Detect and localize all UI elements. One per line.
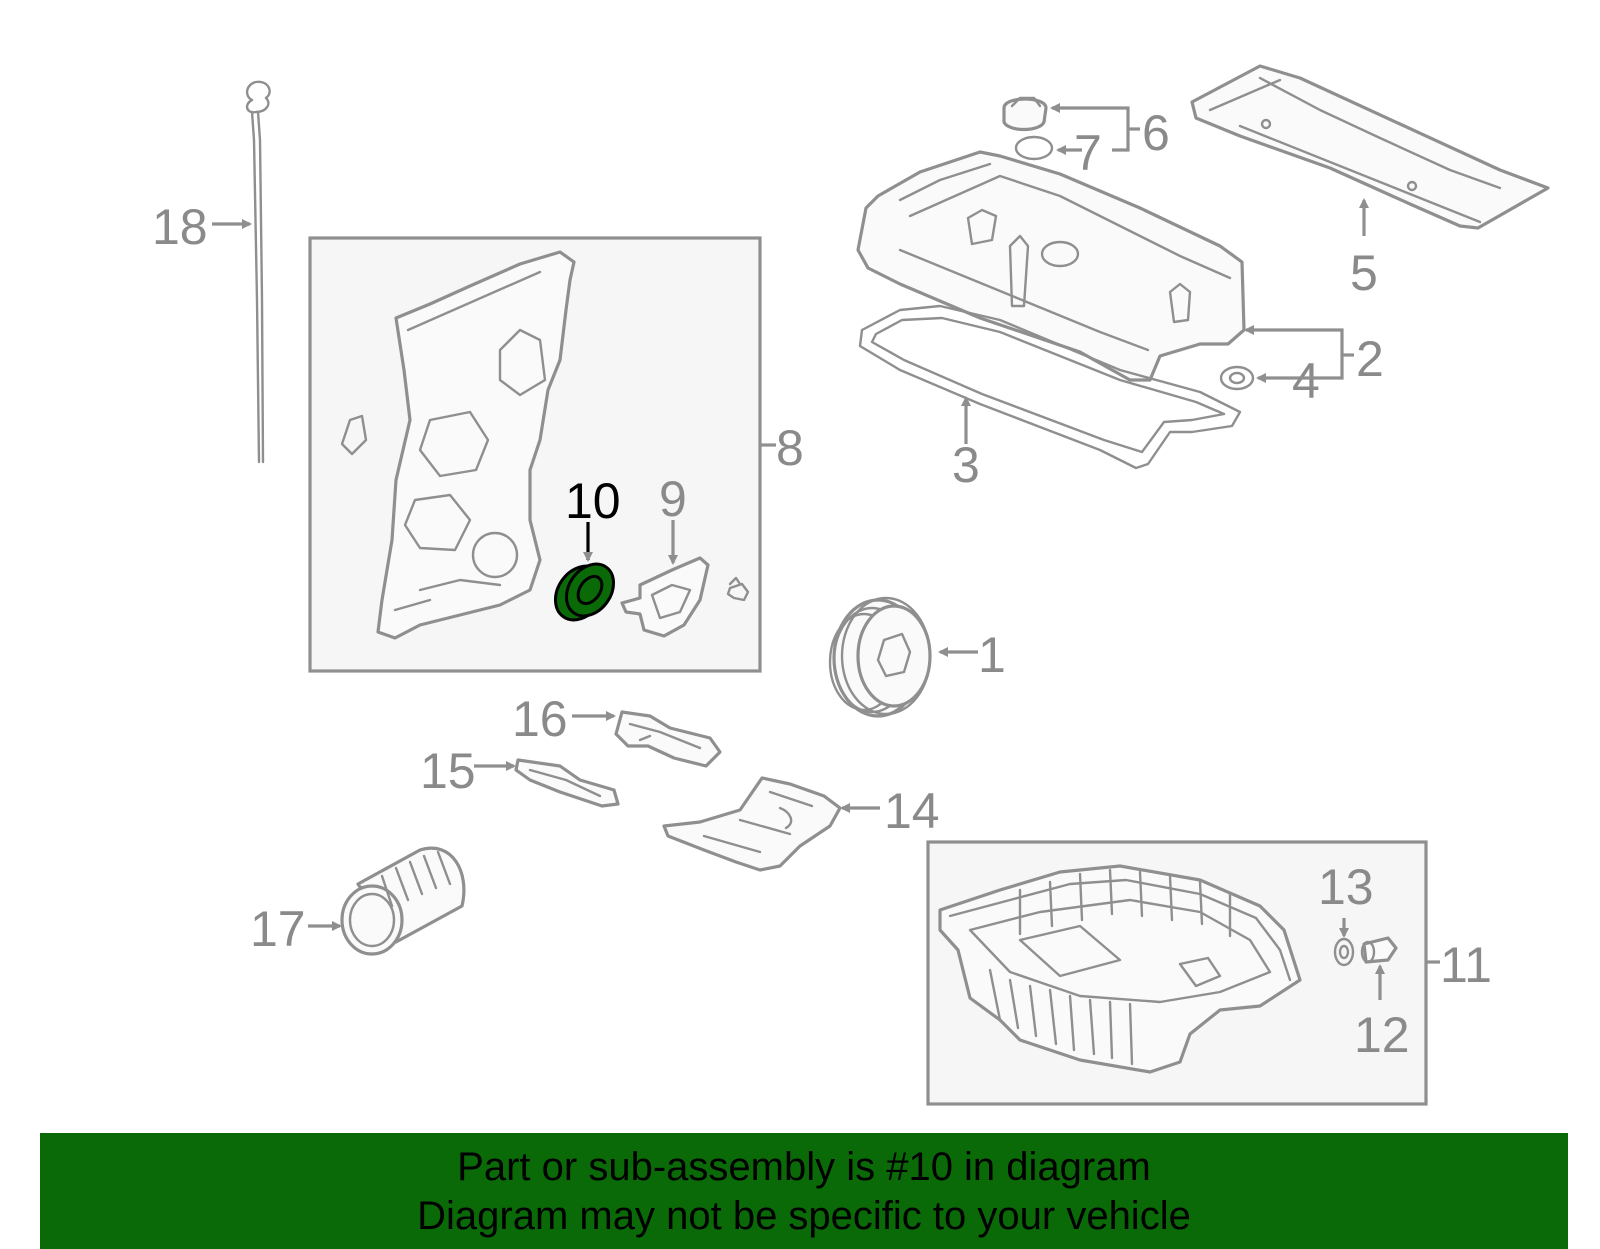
callout-15: 15 xyxy=(420,743,476,799)
part-16-bracket[interactable]: 16 xyxy=(512,691,722,768)
part-10-oil-seal[interactable]: 10 xyxy=(545,473,623,629)
part-12-drain-bolt[interactable]: 12 xyxy=(1354,936,1410,1063)
callout-17: 17 xyxy=(250,901,306,957)
part-18-dipstick[interactable]: 18 xyxy=(152,80,271,464)
part-3-gasket[interactable]: 3 xyxy=(858,304,1242,493)
part-4-washer[interactable]: 4 xyxy=(1219,353,1320,409)
part-17-oil-filter[interactable]: 17 xyxy=(250,846,466,957)
callout-7: 7 xyxy=(1074,125,1102,181)
part-7-o-ring[interactable] xyxy=(1014,135,1082,161)
part-11-oil-pan[interactable] xyxy=(938,864,1302,1074)
part-15-baffle[interactable]: 15 xyxy=(420,743,620,808)
callout-13: 13 xyxy=(1318,859,1374,915)
callout-12: 12 xyxy=(1354,1007,1410,1063)
banner-line-1: Part or sub-assembly is #10 in diagram xyxy=(457,1145,1151,1189)
callout-2: 2 xyxy=(1356,331,1384,387)
banner-line-2: Diagram may not be specific to your vehi… xyxy=(417,1194,1191,1238)
part-2-valve-cover[interactable] xyxy=(856,150,1334,382)
callout-3: 3 xyxy=(952,437,980,493)
part-9-cover[interactable]: 9 xyxy=(620,471,750,638)
callout-4: 4 xyxy=(1292,353,1320,409)
part-8-timing-cover[interactable] xyxy=(340,250,576,640)
callout-6: 6 xyxy=(1142,105,1170,161)
callout-5: 5 xyxy=(1350,245,1378,301)
callout-11: 11 xyxy=(1440,937,1492,993)
callout-9: 9 xyxy=(659,471,687,527)
info-banner: Part or sub-assembly is #10 in diagram D… xyxy=(40,1133,1568,1249)
callout-10: 10 xyxy=(565,473,621,529)
part-6-filler-cap[interactable] xyxy=(1002,96,1118,132)
callout-18: 18 xyxy=(152,199,208,255)
part-14-strainer[interactable]: 14 xyxy=(662,776,940,872)
part-1-crank-pulley[interactable]: 1 xyxy=(828,596,1006,718)
callout-16: 16 xyxy=(512,691,568,747)
part-13-washer[interactable]: 13 xyxy=(1318,859,1374,967)
part-5-engine-cover[interactable]: 5 xyxy=(1190,64,1550,301)
callout-14: 14 xyxy=(884,783,940,839)
callout-1: 1 xyxy=(978,627,1006,683)
callout-8: 8 xyxy=(776,420,804,476)
